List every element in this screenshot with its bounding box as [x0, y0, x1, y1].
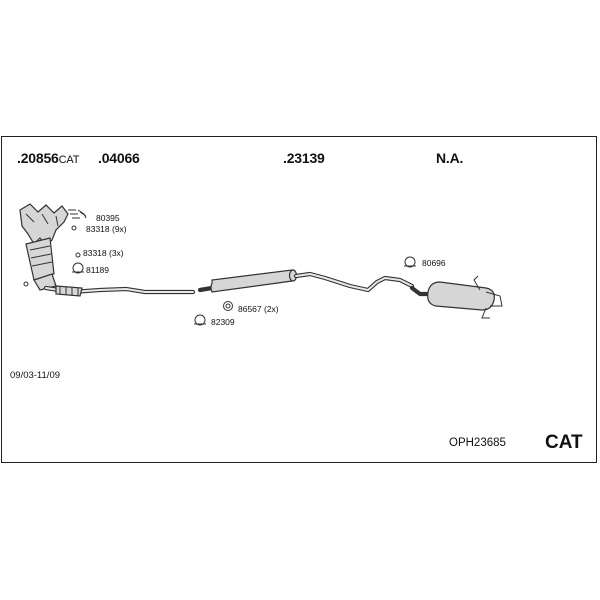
part-label-front-pipe: .04066 [98, 150, 140, 166]
part-label-center-silencer: .23139 [283, 150, 325, 166]
hardware-label: 81189 [86, 265, 110, 275]
hardware-label: 83318 (3x) [83, 248, 124, 258]
front-pipe [43, 285, 196, 297]
date-range: 09/03-11/09 [10, 370, 61, 381]
diagram-frame [1, 136, 597, 463]
hardware-label: 80395 [96, 213, 120, 223]
hardware-icons [68, 209, 416, 326]
center-silencer-assembly [197, 269, 415, 293]
type-label: CAT [545, 432, 583, 453]
hardware-label: 80696 [422, 258, 446, 268]
hardware-label: 83318 (9x) [86, 224, 127, 234]
part-suffix: CAT [58, 154, 80, 166]
rear-silencer [409, 275, 503, 319]
hardware-label: 82309 [211, 317, 235, 327]
part-number: .20856 [17, 150, 59, 166]
part-label-rear-silencer: N.A. [436, 150, 463, 166]
hardware-label: 86567 (2x) [238, 304, 279, 314]
manifold-catalytic-converter [19, 203, 69, 291]
part-number: .23139 [283, 150, 325, 166]
part-number: .04066 [98, 150, 140, 166]
part-number: N.A. [436, 150, 464, 166]
kit-code: OPH23685 [449, 437, 506, 449]
part-label-catalytic: .20856CAT [17, 150, 79, 166]
